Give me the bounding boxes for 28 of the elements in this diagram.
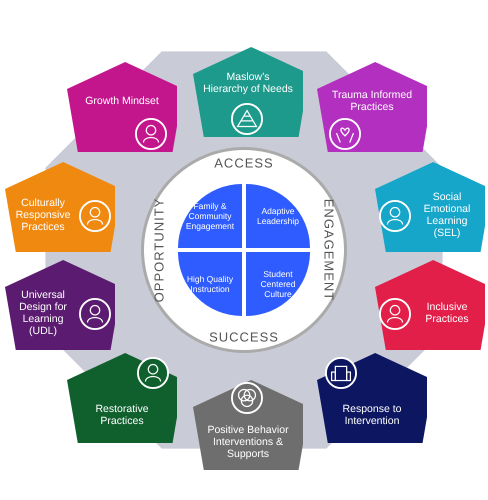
- quadrant-label: Adaptive Leadership: [256, 205, 300, 228]
- tile-label: Inclusive Practices: [424, 300, 470, 326]
- quadrant-label: Student Centered Culture: [260, 268, 296, 301]
- tile-label: Positive Behavior Interventions & Supports: [206, 424, 290, 460]
- pentagon-tile: [375, 260, 485, 350]
- tile-label: Universal Design for Learning (UDL): [18, 288, 68, 338]
- ring-word: ACCESS: [214, 156, 274, 170]
- tile-label: Response to Intervention: [342, 402, 402, 428]
- pentagon-tile: [375, 162, 485, 252]
- tile-label: Growth Mindset: [85, 94, 159, 108]
- pentagon-tile: [5, 162, 115, 252]
- ring-word: ENGAGEMENT: [322, 198, 336, 302]
- tile-label: Restorative Practices: [94, 402, 150, 428]
- tile-label: Culturally Responsive Practices: [14, 196, 72, 234]
- pentagon-tile: [193, 380, 303, 470]
- tile-label: Maslow’s Hierarchy of Needs: [203, 70, 293, 96]
- tile-label: Trauma Informed Practices: [330, 88, 414, 114]
- pentagon-tile: [67, 353, 177, 443]
- tile-label: Social Emotional Learning (SEL): [422, 190, 472, 240]
- ring-word: OPPORTUNITY: [152, 198, 166, 302]
- pentagon-tile: [67, 62, 177, 152]
- quadrant-label: Family & Community Engagement: [184, 200, 236, 233]
- pentagon-tile: [193, 47, 303, 137]
- pentagon-tile: [317, 353, 427, 443]
- pentagon-tile: [5, 260, 115, 350]
- quadrant-label: High Quality Instruction: [186, 273, 234, 296]
- pentagon-tile: [317, 62, 427, 152]
- ring-word: SUCCESS: [209, 330, 279, 344]
